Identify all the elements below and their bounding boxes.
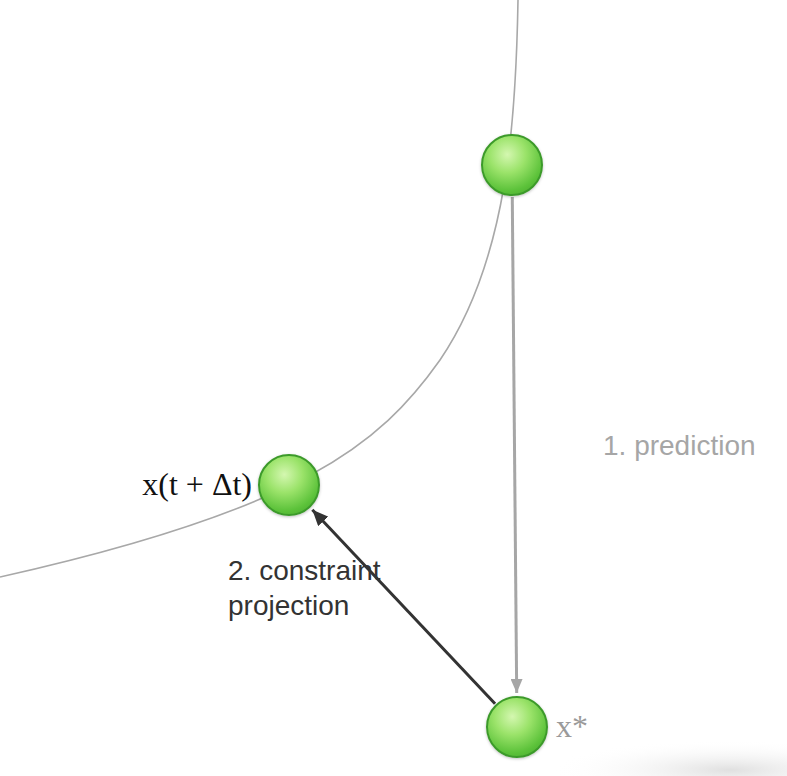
- floor-shadow: [550, 740, 787, 776]
- position-label: x*: [556, 709, 588, 744]
- step-label: 2. constraint projection: [228, 553, 428, 623]
- particle-ball: [481, 134, 543, 196]
- particle-circle: [481, 134, 543, 196]
- step-arrow: [512, 197, 516, 693]
- particle-circle: x*: [486, 696, 548, 758]
- position-label: x(t + Δt): [142, 467, 252, 502]
- particle-circle: x(t + Δt): [258, 454, 320, 516]
- step-label: 1. prediction: [603, 428, 756, 463]
- constraint-curve: [0, 0, 518, 577]
- particle-ball: [258, 454, 320, 516]
- particle-ball: [486, 696, 548, 758]
